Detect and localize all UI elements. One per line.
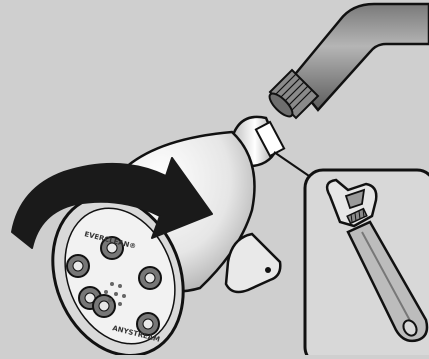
shower-arm-pipe — [266, 4, 429, 120]
wrench-inset — [305, 170, 429, 355]
callout-leader-line — [274, 152, 312, 178]
